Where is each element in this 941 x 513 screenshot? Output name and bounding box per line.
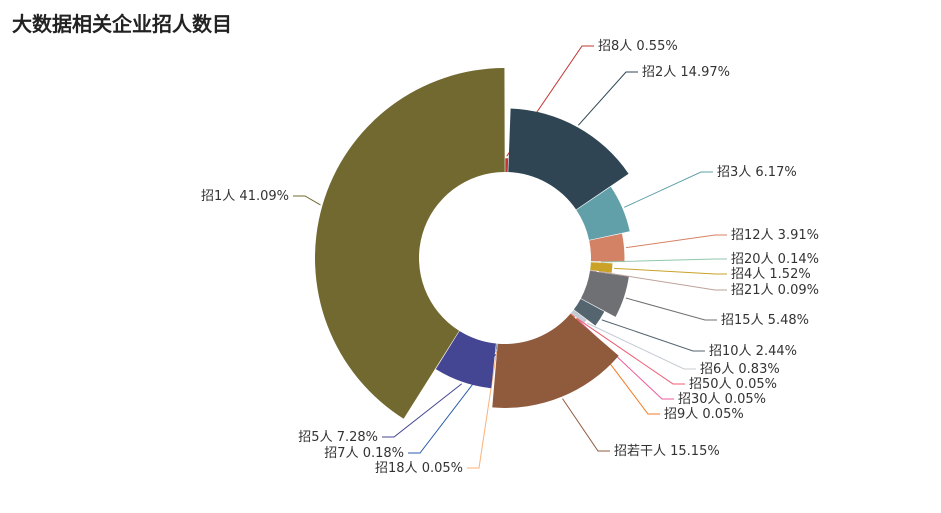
slice-2[interactable] [576,186,630,240]
slice-5-label: 招4人 1.52% [731,267,811,282]
slice-8-leader-line [601,319,705,352]
slice-0[interactable] [505,158,509,173]
slice-16[interactable] [435,331,496,389]
slice-13-label: 招若干人 15.15% [614,443,720,459]
slice-10-label: 招50人 0.05% [689,377,777,392]
chart-title: 大数据相关企业招人数目 [12,12,232,36]
slice-1[interactable] [508,108,629,210]
slice-5[interactable] [590,262,613,273]
slice-15[interactable] [495,343,497,353]
slice-7-label: 招15人 5.48% [721,313,809,328]
slice-11-label: 招30人 0.05% [678,392,766,407]
slice-9-leader-line [586,322,696,370]
slice-2-leader-line [624,171,713,208]
slice-17-leader-line [293,195,321,206]
slice-9[interactable] [571,309,587,324]
slice-12-label: 招9人 0.05% [664,407,744,422]
slice-14[interactable] [496,343,498,350]
slice-3-leader-line [625,234,727,249]
slice-3-label: 招12人 3.91% [731,228,819,243]
slice-14-leader-line [467,351,498,469]
slice-4-label: 招20人 0.14% [731,252,819,267]
slice-17-label: 招1人 41.09% [201,189,289,204]
slice-7[interactable] [580,270,629,317]
slice-14-label: 招18人 0.05% [375,461,463,476]
slice-17[interactable] [314,68,505,419]
slice-1-label: 招2人 14.97% [642,65,730,80]
slice-0-label: 招8人 0.55% [598,39,678,54]
slice-5-leader-line [614,267,727,275]
slice-16-label: 招5人 7.28% [298,430,378,445]
slice-13[interactable] [492,314,619,408]
slice-16-leader-line [382,383,463,438]
slice-2-label: 招3人 6.17% [717,165,797,180]
slice-8[interactable] [573,298,605,326]
slice-10-leader-line [576,317,685,385]
slice-6-label: 招21人 0.09% [731,283,819,298]
slice-13-leader-line [562,398,610,452]
slice-6[interactable] [590,270,597,273]
slice-4-leader-line [600,258,727,263]
slice-4[interactable] [590,261,599,263]
slice-15-leader-line [408,353,497,454]
slice-9-label: 招6人 0.83% [700,362,780,377]
slice-1-leader-line [577,71,638,126]
slice-8-label: 招10人 2.44% [709,344,797,359]
slice-7-leader-line [625,297,717,321]
slice-3[interactable] [589,233,625,263]
slice-15-label: 招7人 0.18% [324,446,404,461]
slice-6-leader-line [598,271,727,291]
slice-12[interactable] [570,313,575,318]
